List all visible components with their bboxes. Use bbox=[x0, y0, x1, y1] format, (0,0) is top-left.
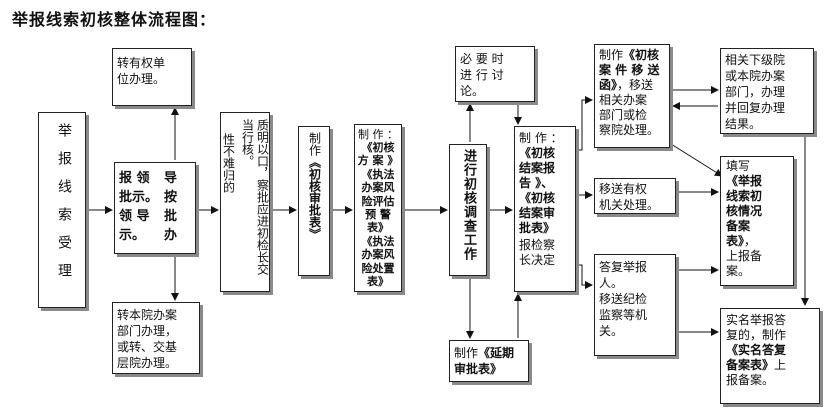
conclusion-note: 报检察 长决定 bbox=[519, 238, 556, 267]
reasons-left-text: 性不难归的 bbox=[221, 133, 236, 193]
leader-text-a: 报 领 批示。 领 导 示。 bbox=[119, 171, 159, 243]
node-approval: 制作 《初核审批表》 bbox=[298, 126, 330, 276]
node-transfer-bottom: 转本院办案 部门办理， 或转、交基 层院办理。 bbox=[112, 302, 200, 374]
node-fill: 填写 《举报 线索初 核情况 备案 表》， 上报备 案。 bbox=[720, 156, 794, 286]
plan-pre: 制 作 ： bbox=[358, 128, 398, 141]
realname-pre: 实名举报答 复的，制作 bbox=[726, 313, 787, 342]
discuss-text: 必 要 时 进 行 讨 论。 bbox=[460, 52, 504, 98]
node-reply: 答复举报 人。 移送纪检 监察等机 关。 bbox=[594, 254, 676, 356]
fill-bold: 《举报 线索初 核情况 备案 表》 bbox=[726, 174, 763, 248]
node-investigate: 进行初核调查工作 bbox=[449, 144, 487, 276]
transfer-case-pre: 制作 bbox=[599, 48, 624, 62]
transfer-bottom-text: 转本院办案 部门办理， 或转、交基 层院办理。 bbox=[117, 308, 178, 370]
arrow-conclusion-to-transfer-case bbox=[578, 96, 593, 151]
fill-post: ， 上报备 案。 bbox=[726, 234, 763, 278]
approval-bold: 《初核审批表》 bbox=[307, 156, 322, 240]
node-realname: 实名举报答 复的，制作 《实名答复 备案表》上 报备案。 bbox=[720, 308, 820, 404]
node-receive: 举报线索受理 bbox=[38, 112, 86, 308]
receive-text: 举报线索受理 bbox=[56, 123, 72, 291]
page-title: 举报线索初核整体流程图： bbox=[12, 10, 217, 29]
node-leader: 报 领 批示。 领 导 示。 导 按 批 办 bbox=[114, 162, 196, 254]
fill-pre: 填写 bbox=[726, 159, 751, 173]
plan-bold: 《初核 方 案 》 《执法 办案风 险评估 预 警 表》 《执法 办案风 险处置… bbox=[357, 141, 399, 289]
node-transfer-rights-top: 转有权单 位办理。 bbox=[112, 48, 192, 106]
arrow-transfer-case-to-fill bbox=[670, 143, 723, 177]
node-discuss: 必 要 时 进 行 讨 论。 bbox=[455, 46, 535, 102]
transfer-rights-top-text: 转有权单 位办理。 bbox=[117, 56, 166, 86]
realname-post: 上 报备案。 bbox=[726, 358, 787, 387]
node-plan: 制 作 ： 《初核 方 案 》 《执法 办案风 险评估 预 警 表》 《执法 办… bbox=[354, 124, 402, 292]
node-transfer-authority: 移送有权 机关处理。 bbox=[594, 178, 676, 214]
transfer-case-bold: 《初核 案 件 移 送 函》 bbox=[599, 48, 660, 92]
conclusion-pre: 制 作 ： bbox=[519, 131, 563, 145]
extend-bold: 《延期 审批表》 bbox=[454, 346, 515, 376]
arrow-conclusion-to-reply bbox=[578, 264, 593, 289]
node-reasons: 质明以口，察批应进初检长交当行核。 性不难归的 bbox=[220, 112, 270, 292]
conclusion-bold: 《初核 结案报 告 》、 《初核 结案审 批表》 bbox=[519, 146, 556, 235]
approval-pre: 制作 bbox=[307, 132, 322, 156]
extend-pre: 制作 bbox=[454, 346, 479, 360]
transfer-case-post: ，移送 相关办案 部门或检 察院处理。 bbox=[599, 78, 660, 137]
realname-bold: 《实名答复 备案表》 bbox=[726, 343, 787, 372]
leader-text-b: 导 按 批 办 bbox=[164, 171, 178, 243]
node-lower-court: 相关下级院 或本院办案 部门，办理 并回复办理 结果。 bbox=[720, 48, 814, 134]
node-extend: 制作《延期 审批表》 bbox=[449, 340, 529, 382]
investigate-text: 进行初核调查工作 bbox=[461, 149, 476, 261]
reasons-text: 质明以口，察批应进初检长交当行核。 bbox=[240, 119, 270, 275]
transfer-authority-text: 移送有权 机关处理。 bbox=[599, 182, 660, 212]
lower-court-text: 相关下级院 或本院办案 部门，办理 并回复办理 结果。 bbox=[725, 53, 786, 131]
reply-text: 答复举报 人。 移送纪检 监察等机 关。 bbox=[599, 260, 648, 338]
node-conclusion: 制 作 ： 《初核 结案报 告 》、 《初核 结案审 批表》 报检察 长决定 bbox=[514, 126, 576, 292]
node-transfer-case: 制作《初核 案 件 移 送 函》，移送 相关办案 部门或检 察院处理。 bbox=[594, 44, 670, 148]
